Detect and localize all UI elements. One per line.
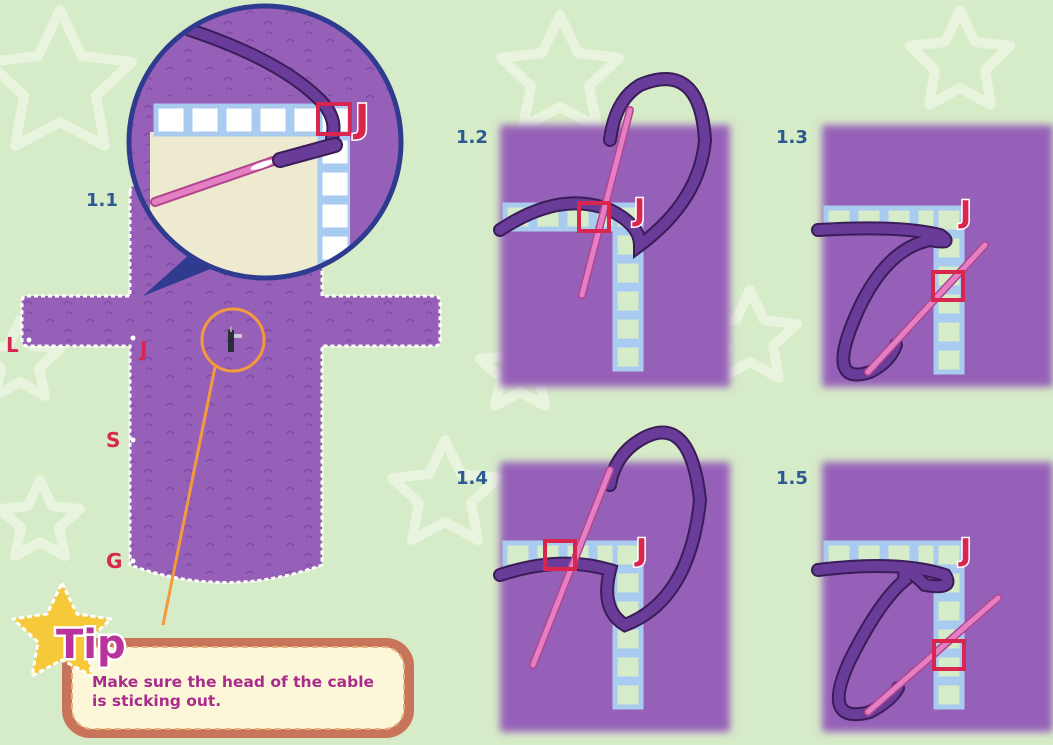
panel-1-3-point-label-J: J (958, 195, 971, 230)
star-icon (0, 480, 80, 556)
step-panel-1-5: 1.5 J (776, 462, 1053, 732)
point-label-J: J (138, 337, 147, 361)
star-icon (392, 440, 498, 540)
step-label-1-4: 1.4 (456, 468, 488, 489)
star-icon (910, 10, 1010, 105)
step-label-1-3: 1.3 (776, 127, 808, 148)
step-label-1-2: 1.2 (456, 127, 488, 148)
point-label-L: L (6, 333, 19, 357)
step-panel-1-3: 1.3 J (776, 125, 1053, 387)
step-label-1-5: 1.5 (776, 468, 808, 489)
tip-line-1: Make sure the head of the cable (92, 673, 374, 691)
point-label-S: S (106, 428, 120, 452)
point-label-G: G (106, 549, 122, 573)
magnifier-point-label-J: J (352, 97, 369, 141)
panel-1-5-point-label-J: J (958, 533, 971, 568)
panel-1-2-point-label-J: J (632, 193, 645, 228)
tip-title: Tip (56, 622, 126, 668)
tip-line-2: is sticking out. (92, 692, 221, 710)
step-label-1-1: 1.1 (86, 190, 118, 211)
tip-callout: Tip Make sure the head of the cable is s… (13, 583, 414, 738)
panel-1-4-point-label-J: J (634, 533, 647, 568)
step-panel-1-2: 1.2 J (456, 79, 730, 387)
star-icon (0, 10, 132, 146)
star-icon (501, 15, 619, 127)
